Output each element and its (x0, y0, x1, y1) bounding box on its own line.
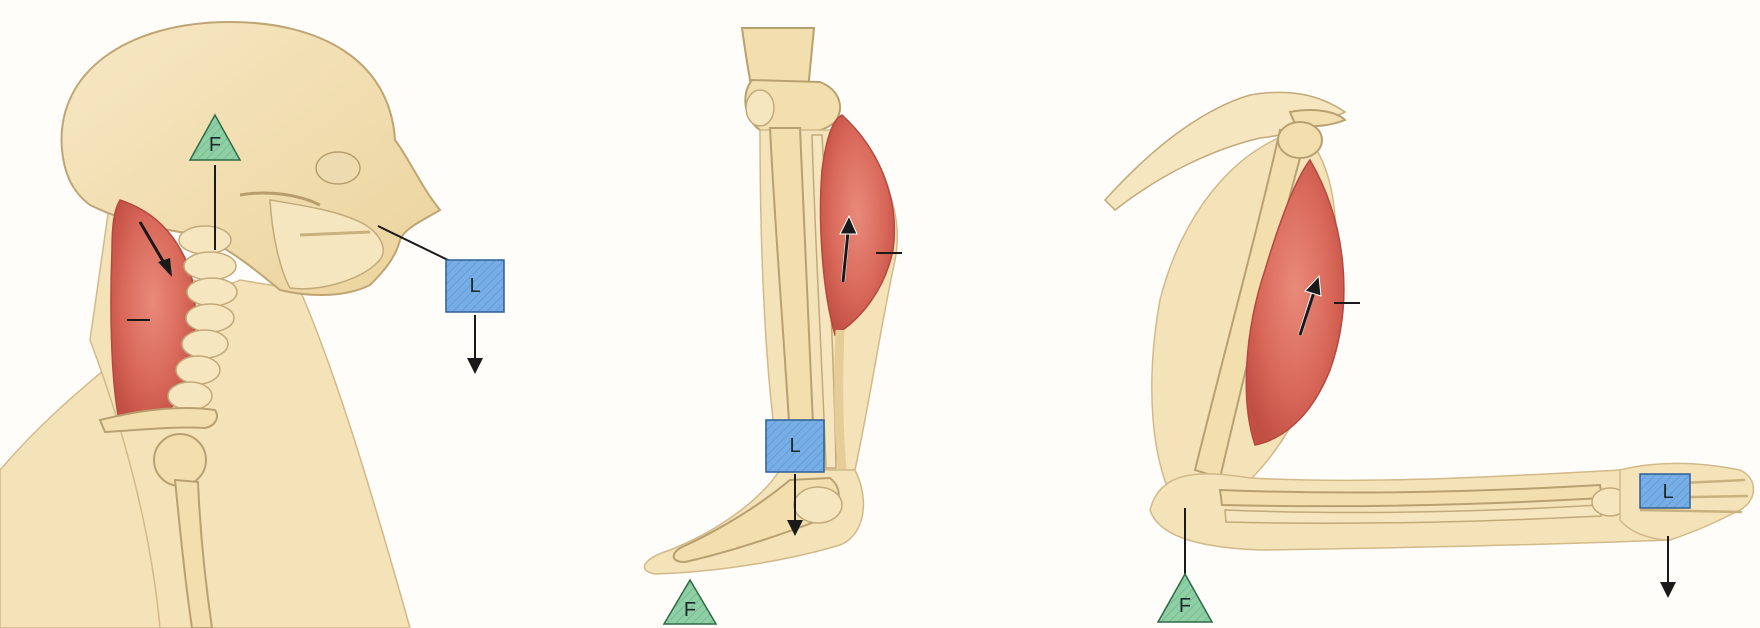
load-label: L (789, 435, 800, 457)
load-label: L (1662, 481, 1673, 503)
panel-lower-leg: L F (644, 28, 902, 624)
panel-head-neck: F L (0, 22, 504, 628)
load-marker: L (1640, 474, 1690, 508)
fulcrum-marker: F (664, 580, 716, 624)
eye-orbit (316, 152, 360, 184)
load-label: L (469, 275, 480, 297)
heel-bone (794, 487, 842, 523)
load-marker: L (766, 420, 824, 472)
load-arrow (467, 315, 483, 374)
humerus-head (1278, 122, 1322, 158)
fulcrum-label: F (209, 134, 221, 156)
patella (746, 90, 774, 126)
fulcrum-marker: F (1158, 574, 1212, 622)
fulcrum-label: F (1179, 595, 1191, 617)
load-marker: L (446, 260, 504, 312)
shoulder-joint (154, 434, 206, 486)
panel-arm: F L (1105, 92, 1754, 622)
fulcrum-label: F (684, 599, 696, 621)
achilles-tendon (839, 330, 842, 470)
load-arrow (1660, 536, 1676, 598)
